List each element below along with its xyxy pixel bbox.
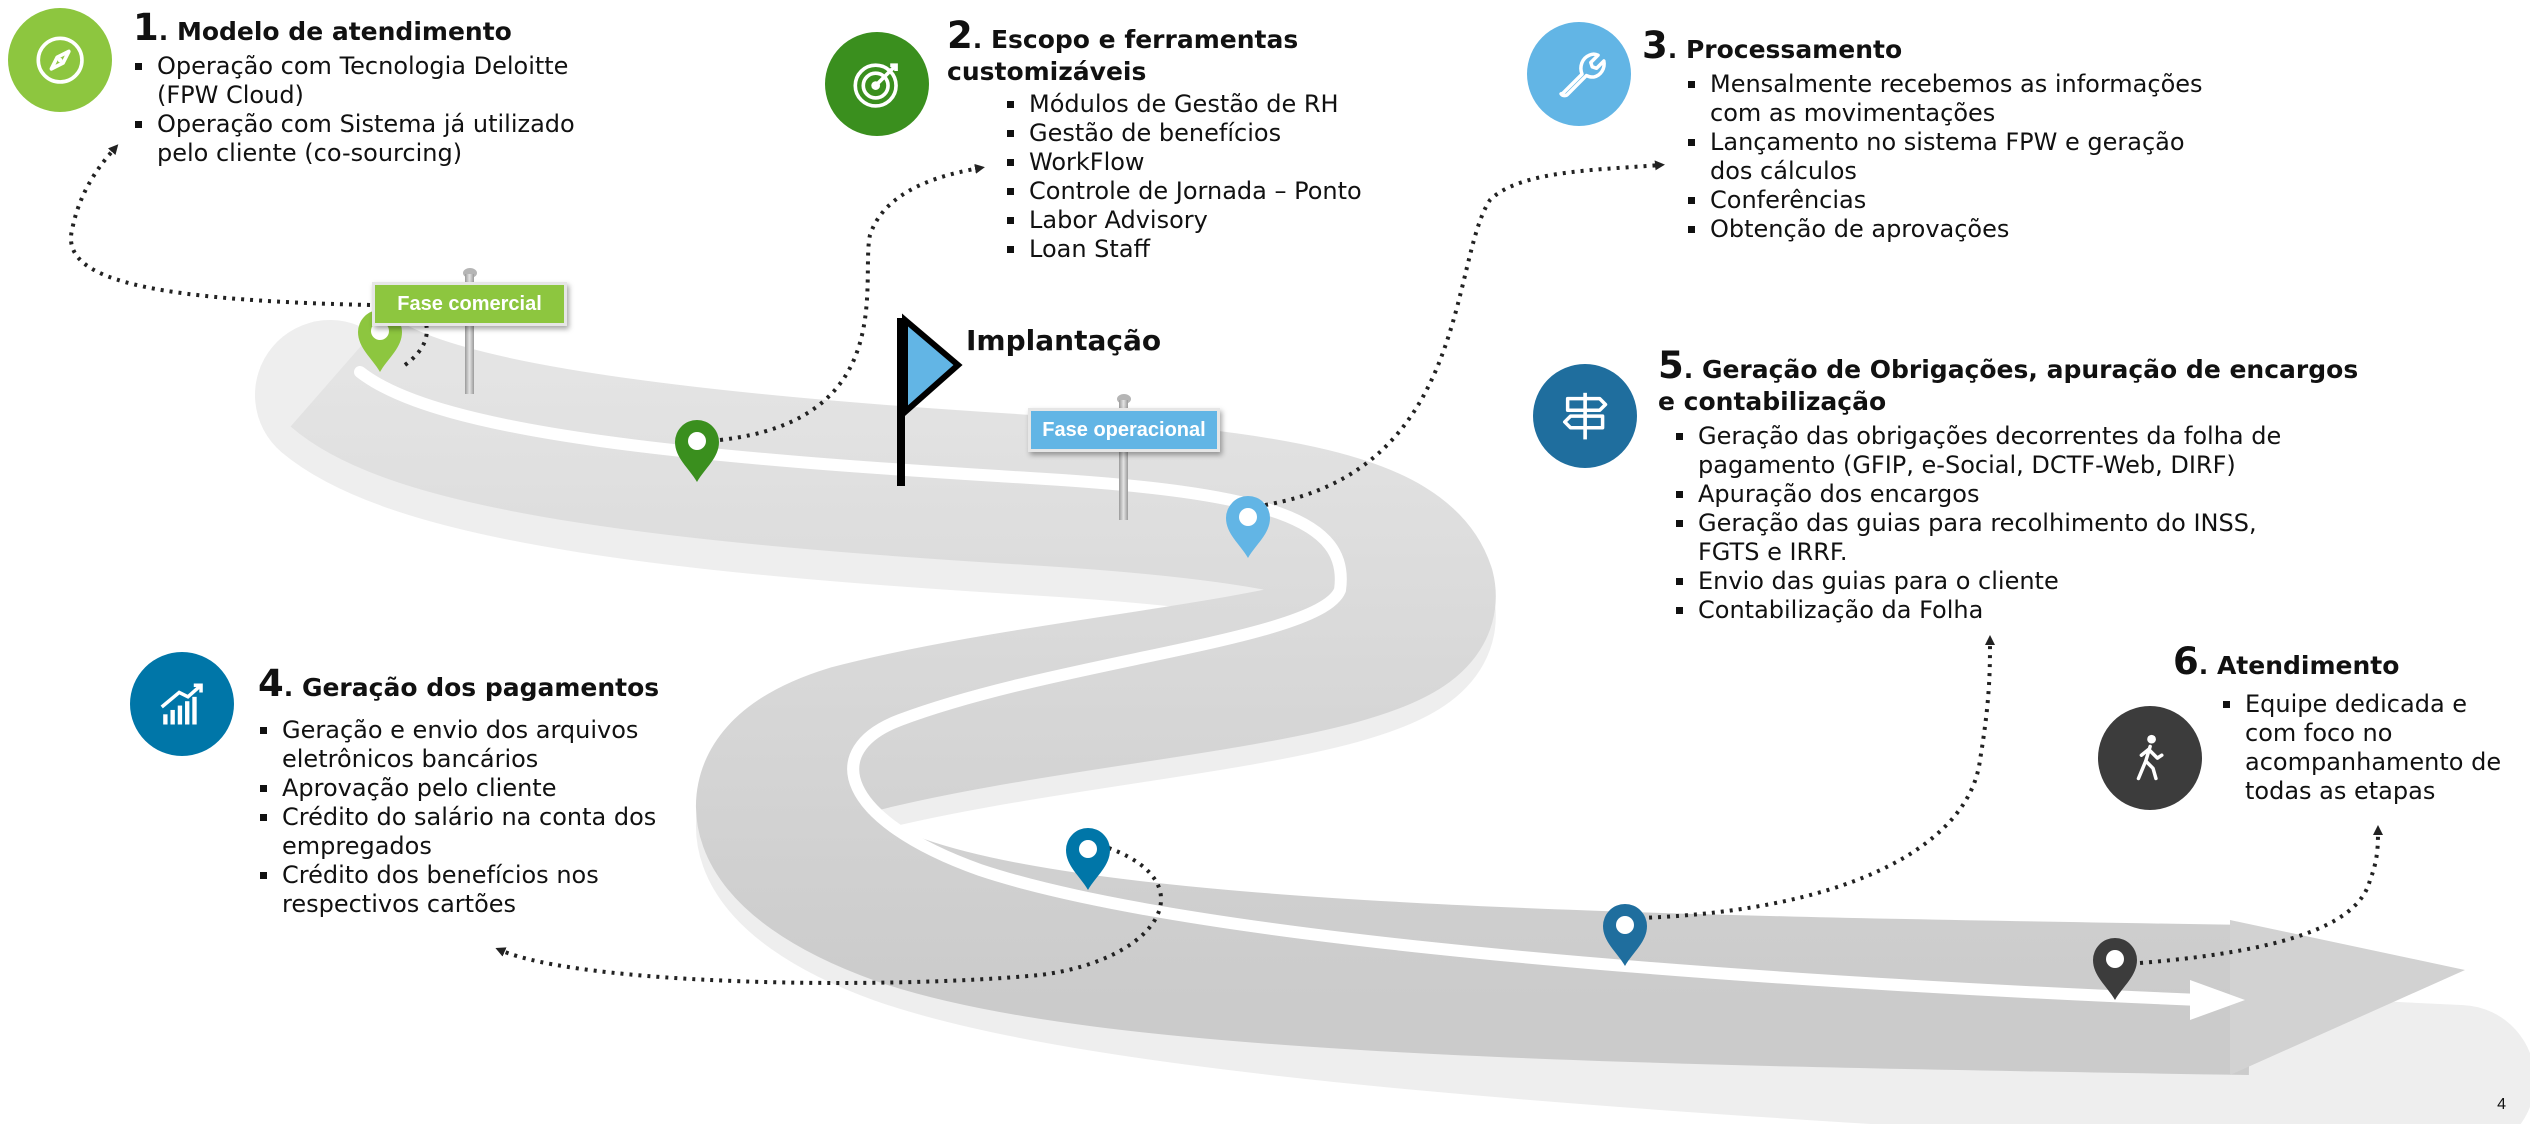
list-item: Geração e envio dos arquivos eletrônicos… [258, 716, 688, 774]
list-item: Contabilização da Folha [1674, 596, 2284, 625]
step-6-heading: 6. Atendimento [2173, 643, 2513, 682]
step-1-number: 1 [133, 6, 159, 49]
step-5-list: Geração das obrigações decorrentes da fo… [1674, 422, 2284, 625]
step-1-title: . Modelo de atendimento [158, 17, 512, 46]
list-item: Geração das obrigações decorrentes da fo… [1674, 422, 2284, 480]
step-3-heading: 3. Processamento [1642, 27, 2202, 66]
walking-person-icon [2098, 706, 2202, 810]
step-4-heading: 4. Geração dos pagamentos [258, 665, 688, 704]
step-4-title: . Geração dos pagamentos [283, 673, 660, 702]
connector-arrow-5 [1639, 635, 1995, 920]
sign-fase-comercial: Fase comercial [372, 268, 567, 398]
step-6-number: 6 [2173, 640, 2199, 683]
list-item: Equipe dedicada e com foco no acompanham… [2221, 690, 2521, 806]
step-3-title: . Processamento [1667, 35, 1903, 64]
list-item: Aprovação pelo cliente [258, 774, 688, 803]
step-5-heading: 5. Geração de Obrigações, apuração de en… [1658, 347, 2378, 418]
step-2-heading: 2. Escopo e ferramentas customizáveis [947, 17, 1407, 88]
sign-fase-operacional: Fase operacional [1028, 394, 1220, 524]
step-4: 4. Geração dos pagamentos Geração e envi… [258, 665, 688, 919]
step-2-list: Módulos de Gestão de RH Gestão de benefí… [1005, 90, 1407, 264]
step-5-title: . Geração de Obrigações, apuração de enc… [1658, 355, 2359, 416]
step-1-heading: 1. Modelo de atendimento [133, 9, 613, 48]
list-item: Crédito dos benefícios nos respectivos c… [258, 861, 688, 919]
list-item: Módulos de Gestão de RH [1005, 90, 1407, 119]
list-item: Lançamento no sistema FPW e geração dos … [1686, 128, 2206, 186]
sign-label-commercial: Fase comercial [372, 282, 567, 326]
road-arrow-head [2230, 920, 2465, 1075]
step-6-list: Equipe dedicada e com foco no acompanham… [2221, 690, 2521, 806]
step-6-title: . Atendimento [2198, 651, 2400, 680]
sign-label-operational: Fase operacional [1028, 408, 1220, 452]
step-4-number: 4 [258, 662, 284, 705]
list-item: Loan Staff [1005, 235, 1407, 264]
list-item: Geração das guias para recolhimento do I… [1674, 509, 2284, 567]
step-5-number: 5 [1658, 344, 1684, 387]
road [290, 311, 2252, 1075]
step-6: 6. Atendimento Equipe dedicada e com foc… [2173, 643, 2513, 806]
list-item: Obtenção de aprovações [1686, 215, 2206, 244]
list-item: Labor Advisory [1005, 206, 1407, 235]
step-2-number: 2 [947, 14, 973, 57]
map-pin-icon-5 [1603, 904, 1647, 966]
list-item: WorkFlow [1005, 148, 1407, 177]
list-item: Mensalmente recebemos as informações com… [1686, 70, 2206, 128]
step-1: 1. Modelo de atendimento Operação com Te… [133, 9, 613, 168]
map-pin-icon-3 [1226, 496, 1270, 558]
flag-label: Implantação [966, 324, 1162, 357]
step-1-list: Operação com Tecnologia Deloitte (FPW Cl… [133, 52, 613, 168]
step-4-list: Geração e envio dos arquivos eletrônicos… [258, 716, 688, 919]
page-number: 4 [2497, 1096, 2506, 1113]
map-pin-icon-4 [1066, 828, 1110, 890]
step-2: 2. Escopo e ferramentas customizáveis Mó… [947, 17, 1407, 264]
list-item: Gestão de benefícios [1005, 119, 1407, 148]
step-5: 5. Geração de Obrigações, apuração de en… [1658, 347, 2378, 625]
list-item: Conferências [1686, 186, 2206, 215]
signpost-icon [1533, 364, 1637, 468]
list-item: Controle de Jornada – Ponto [1005, 177, 1407, 206]
step-3-number: 3 [1642, 24, 1668, 67]
list-item: Operação com Tecnologia Deloitte (FPW Cl… [133, 52, 613, 110]
map-pin-icon-6 [2093, 938, 2137, 1000]
center-line-arrow-head [2190, 980, 2245, 1020]
target-icon [825, 32, 929, 136]
growth-chart-icon [130, 652, 234, 756]
wrench-icon [1527, 22, 1631, 126]
connector-arrow-4 [495, 843, 1163, 985]
compass-icon [8, 8, 112, 112]
step-3-list: Mensalmente recebemos as informações com… [1686, 70, 2206, 244]
step-3: 3. Processamento Mensalmente recebemos a… [1642, 27, 2203, 244]
list-item: Envio das guias para o cliente [1674, 567, 2284, 596]
connector-arrow-1 [68, 144, 371, 307]
road-center-line [354, 366, 2206, 1006]
step-2-title: . Escopo e ferramentas customizáveis [947, 25, 1299, 86]
map-pin-icon-2 [675, 420, 719, 482]
list-item: Crédito do salário na conta dos empregad… [258, 803, 688, 861]
list-item: Apuração dos encargos [1674, 480, 2284, 509]
flag-icon [897, 313, 963, 486]
list-item: Operação com Sistema já utilizado pelo c… [133, 110, 613, 168]
